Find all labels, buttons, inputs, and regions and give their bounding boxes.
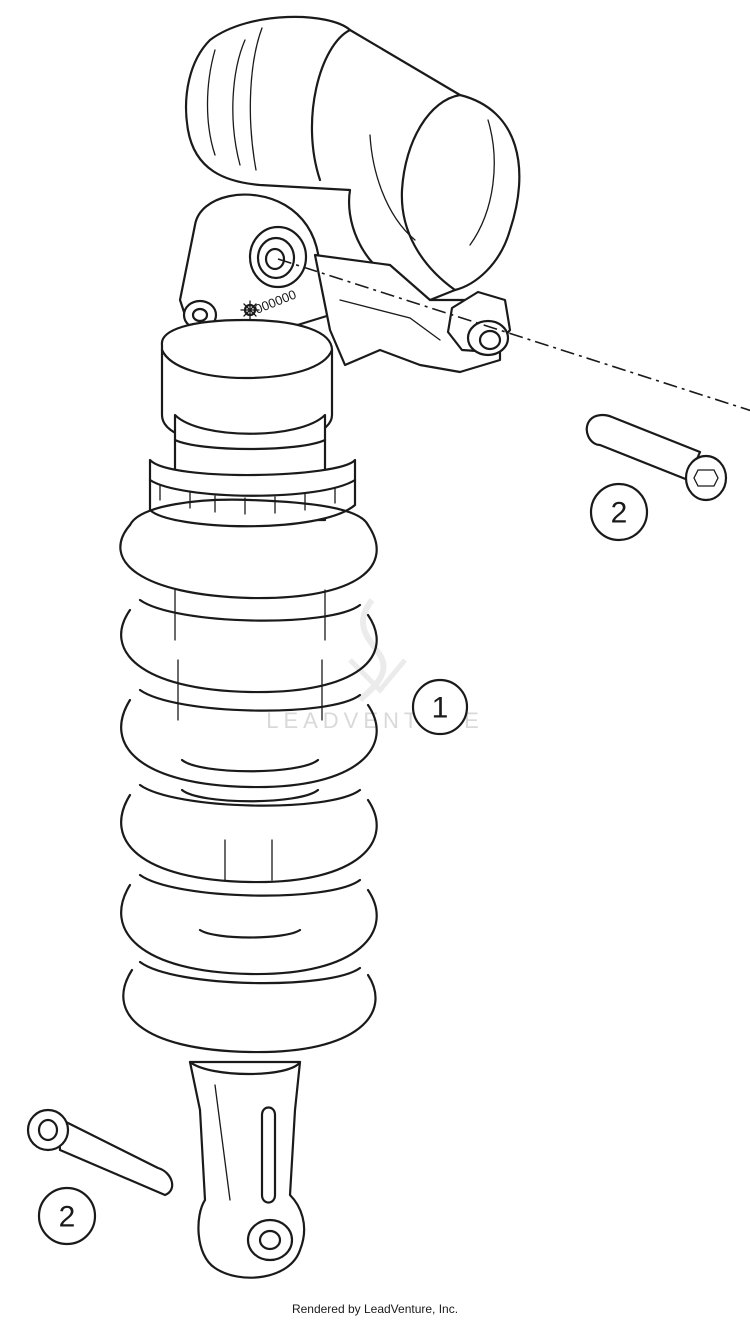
watermark-logo-icon xyxy=(348,598,407,703)
footer-credit: Rendered by LeadVenture, Inc. xyxy=(291,1302,459,1316)
damper-shaft xyxy=(174,589,326,939)
bottom-eye-mount xyxy=(188,1060,306,1279)
preload-collar xyxy=(148,458,357,528)
top-mount-head: 000000 xyxy=(178,193,502,374)
coil-spring xyxy=(119,498,378,1054)
callout-1: 1 xyxy=(411,678,469,736)
adjuster-gear-icon xyxy=(240,300,260,320)
callout-1-label: 1 xyxy=(432,692,449,725)
callout-2-lower: 2 xyxy=(37,1186,97,1246)
lock-nut xyxy=(446,290,512,357)
upper-bolt xyxy=(277,258,750,502)
callout-2-upper: 2 xyxy=(589,482,649,542)
lower-bolt xyxy=(26,1108,174,1197)
callout-2-upper-label: 2 xyxy=(611,497,628,530)
reservoir-canister xyxy=(184,15,521,302)
callout-2-lower-label: 2 xyxy=(59,1201,76,1234)
